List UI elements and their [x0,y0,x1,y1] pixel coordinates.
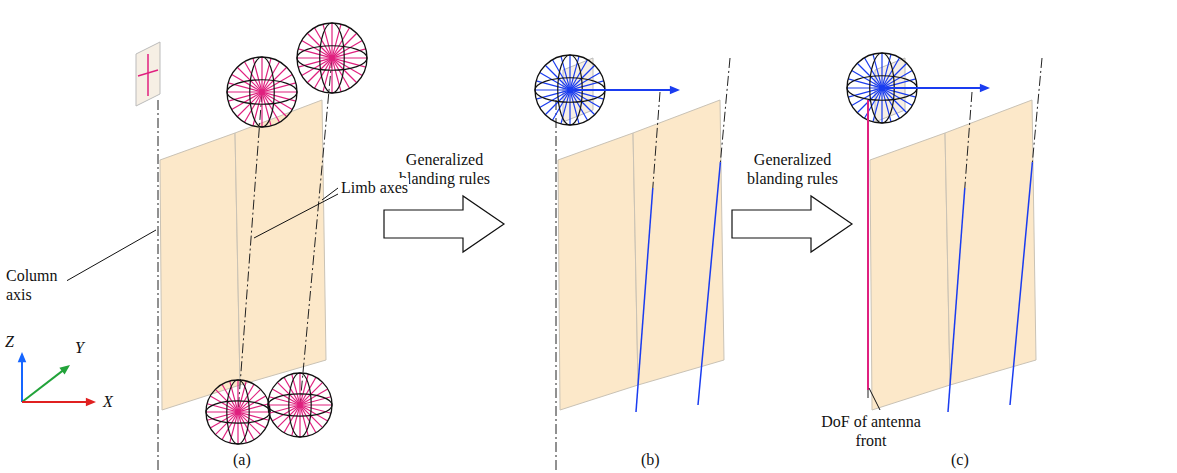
sphere-outline [268,373,332,437]
axis-label: Z [4,332,15,351]
limb-axis [238,92,262,412]
sphere-meridian [227,380,249,444]
callout-label: Limb axes [340,178,409,197]
callout-label: Column axis [5,266,67,304]
plane-cross [138,70,158,76]
column-plane [136,42,160,106]
sphere-meridian [289,373,311,437]
sphere-equator [206,401,270,423]
dof-arrow [882,87,985,89]
sphere-ray [298,49,366,67]
leader-line [254,194,338,238]
limb-axis [653,92,660,188]
limb-plane [633,100,724,385]
sphere-ray [207,404,269,421]
sphere-equator [227,80,297,105]
limb-plane [160,133,240,410]
x-axis-arrow [22,401,92,403]
limb-axis [300,58,332,405]
sphere-ray [269,397,331,414]
axis-label: X [102,392,114,411]
sphere-equator [268,394,332,416]
column-axis [158,100,159,470]
limb-dof [948,188,965,412]
y-axis-arrow [22,367,68,402]
dof-arrow-head [670,86,680,95]
callout-label: DoF of antenna front [815,412,927,450]
y-axis-arrow-head [59,365,70,375]
sphere-equator [297,46,367,71]
arrow-label: Generalized blanding rules [730,150,855,188]
x-axis-arrow-head [86,398,96,407]
limb-axis [720,58,730,162]
sphere-outline [297,23,367,93]
column-axis [556,100,557,470]
hollow-arrow-shape [382,194,507,254]
limb-plane [235,100,326,385]
antenna-dof [867,100,869,390]
plane-cross [147,54,149,96]
limb-plane [945,100,1036,385]
sphere-ray [228,83,296,101]
z-axis-arrow-head [18,352,27,362]
limb-axis [1032,58,1042,162]
limb-dof [1010,162,1032,405]
leader-line [869,388,880,410]
hollow-arrow-outline [732,196,852,252]
limb-plane [870,133,950,410]
hollow-arrow-outline [384,196,504,252]
sphere-meridian [250,57,275,127]
axis-label: Y [74,338,85,357]
sphere-outline [227,57,297,127]
limb-axis [965,92,972,188]
sphere-outline [206,380,270,444]
subfigure-label: (b) [640,450,661,469]
column-axis [868,100,869,400]
limb-dof [636,188,653,412]
dof-arrow [570,89,675,91]
subfigure-label: (a) [232,450,252,469]
dof-arrow-head [980,84,990,93]
limb-plane [558,133,638,410]
transform-arrow: Generalized blanding rules [730,150,855,254]
limb-dof [698,162,720,405]
sphere-meridian [320,23,345,93]
subfigure-label: (c) [950,450,970,469]
transform-arrow: Generalized blanding rules [382,150,507,254]
hollow-arrow-shape [730,194,855,254]
